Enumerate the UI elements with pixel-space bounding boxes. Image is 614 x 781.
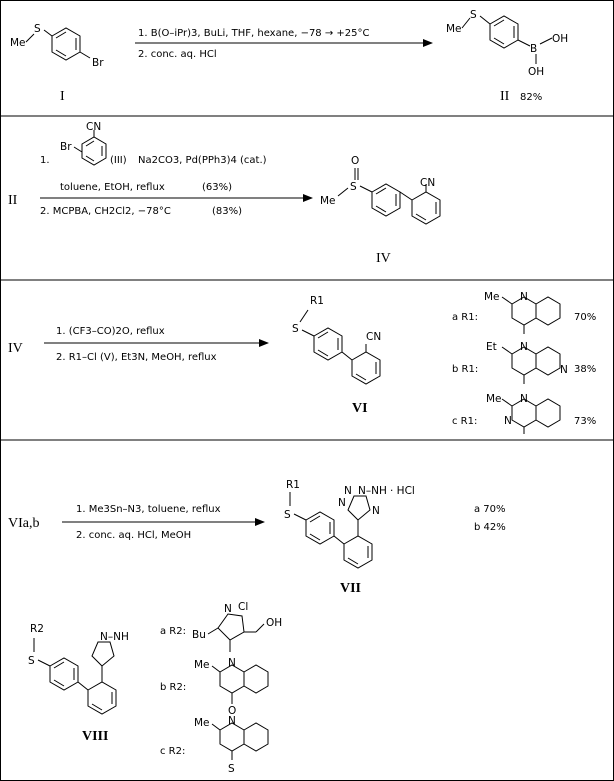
svg-text:N–NH: N–NH	[100, 631, 129, 643]
compound-III: Br CN	[60, 121, 107, 166]
svg-text:OH: OH	[528, 66, 544, 78]
compound-II: Me S B OH OH	[446, 9, 568, 78]
svg-text:Me: Me	[486, 393, 502, 405]
scheme1-reagents-2: 2. conc. aq. HCl	[138, 49, 217, 60]
label-II: II	[500, 89, 510, 104]
yield-VII-b: b 42%	[474, 522, 506, 533]
r2-option-c: c R2: Me N S	[160, 715, 269, 775]
svg-text:c R1:: c R1:	[452, 416, 477, 427]
r1-option-a: a R1: Me N 70%	[452, 291, 596, 334]
svg-text:S: S	[292, 323, 299, 335]
svg-text:N: N	[228, 657, 236, 669]
step1-rest: Na2CO3, Pd(PPh3)4 (cat.)	[138, 155, 267, 166]
compound-VII: R1 S N N N–NH N	[284, 479, 387, 569]
r2-option-a: a R2: Bu Cl N OH	[160, 601, 282, 652]
svg-text:Me: Me	[446, 23, 462, 35]
svg-text:38%: 38%	[574, 364, 596, 375]
r1-option-b: b R1: Et N N 38%	[452, 341, 596, 384]
svg-text:S: S	[284, 509, 291, 521]
step1-prefix: 1.	[40, 155, 50, 166]
svg-text:Et: Et	[486, 341, 497, 353]
scheme4-step1: 1. Me3Sn–N3, toluene, reflux	[76, 504, 221, 515]
svg-text:73%: 73%	[574, 416, 596, 427]
svg-text:R1: R1	[286, 479, 300, 491]
yield-VII-a: a 70%	[474, 504, 506, 515]
scheme4-step2: 2. conc. aq. HCl, MeOH	[76, 530, 191, 541]
svg-text:N: N	[224, 603, 232, 615]
svg-text:B: B	[530, 43, 537, 55]
step2-yield: (83%)	[212, 206, 242, 217]
svg-text:Br: Br	[60, 141, 72, 153]
svg-text:S: S	[228, 763, 235, 775]
scheme3-step1: 1. (CF3–CO)2O, reflux	[56, 326, 165, 337]
svg-text:N: N	[504, 415, 512, 427]
scheme1-reagents-1: 1. B(O–iPr)3, BuLi, THF, hexane, −78 → +…	[138, 28, 370, 39]
svg-text:CN: CN	[420, 177, 435, 189]
svg-text:S: S	[470, 9, 477, 21]
svg-text:Me: Me	[484, 291, 500, 303]
svg-text:S: S	[350, 181, 357, 193]
compound-VIII: R2 S N–NH	[28, 623, 129, 715]
compound-VI: R1 S CN	[292, 295, 381, 385]
label-VIII: VIII	[82, 729, 108, 744]
svg-text:N: N	[560, 364, 568, 376]
svg-text:R1: R1	[310, 295, 324, 307]
svg-text:N: N	[372, 505, 380, 517]
label-VII: VII	[340, 581, 361, 596]
step1-conditions: toluene, EtOH, reflux	[60, 182, 165, 193]
r1-option-c: c R1: Me N N 73%	[452, 393, 596, 434]
hcl-salt: · HCl	[390, 485, 415, 497]
svg-text:N: N	[338, 497, 346, 509]
svg-text:Cl: Cl	[238, 601, 248, 613]
label-IV: IV	[376, 251, 391, 266]
svg-text:Bu: Bu	[192, 629, 206, 641]
label-VI: VI	[352, 401, 368, 416]
scheme3-step2: 2. R1–Cl (V), Et3N, MeOH, reflux	[56, 352, 217, 363]
reagent-III-label: (III)	[110, 155, 127, 166]
svg-text:Me: Me	[10, 37, 26, 49]
svg-text:b R1:: b R1:	[452, 364, 478, 375]
svg-text:70%: 70%	[574, 312, 596, 323]
svg-text:N: N	[228, 715, 236, 727]
svg-text:OH: OH	[552, 33, 568, 45]
svg-text:N–NH: N–NH	[358, 485, 387, 497]
svg-text:N: N	[520, 291, 528, 303]
svg-text:Me: Me	[320, 195, 336, 207]
svg-text:S: S	[34, 23, 41, 35]
svg-text:b R2:: b R2:	[160, 682, 186, 693]
svg-text:Me: Me	[194, 717, 210, 729]
svg-text:Br: Br	[92, 57, 104, 69]
svg-text:CN: CN	[366, 331, 381, 343]
compound-I: Me S Br	[10, 23, 104, 69]
svg-text:O: O	[228, 705, 236, 717]
compound-IV: O S Me CN	[320, 155, 441, 225]
yield-II: 82%	[520, 92, 542, 103]
step1-yield: (63%)	[202, 182, 232, 193]
label-IV-start: IV	[8, 341, 23, 356]
svg-text:N: N	[520, 393, 528, 405]
label-VIab: VIa,b	[8, 516, 40, 531]
label-II-start: II	[8, 193, 18, 208]
svg-text:c R2:: c R2:	[160, 746, 185, 757]
svg-text:O: O	[351, 155, 359, 167]
svg-text:R2: R2	[30, 623, 44, 635]
step2-reagents: 2. MCPBA, CH2Cl2, −78°C	[40, 206, 171, 217]
svg-text:OH: OH	[266, 617, 282, 629]
svg-text:a R2:: a R2:	[160, 626, 186, 637]
label-I: I	[60, 89, 65, 104]
svg-text:Me: Me	[194, 659, 210, 671]
svg-text:CN: CN	[86, 121, 101, 133]
svg-text:a R1:: a R1:	[452, 312, 478, 323]
svg-text:S: S	[28, 655, 35, 667]
r2-option-b: b R2: Me N O	[160, 657, 269, 717]
svg-text:N: N	[520, 341, 528, 353]
svg-text:N: N	[344, 485, 352, 497]
